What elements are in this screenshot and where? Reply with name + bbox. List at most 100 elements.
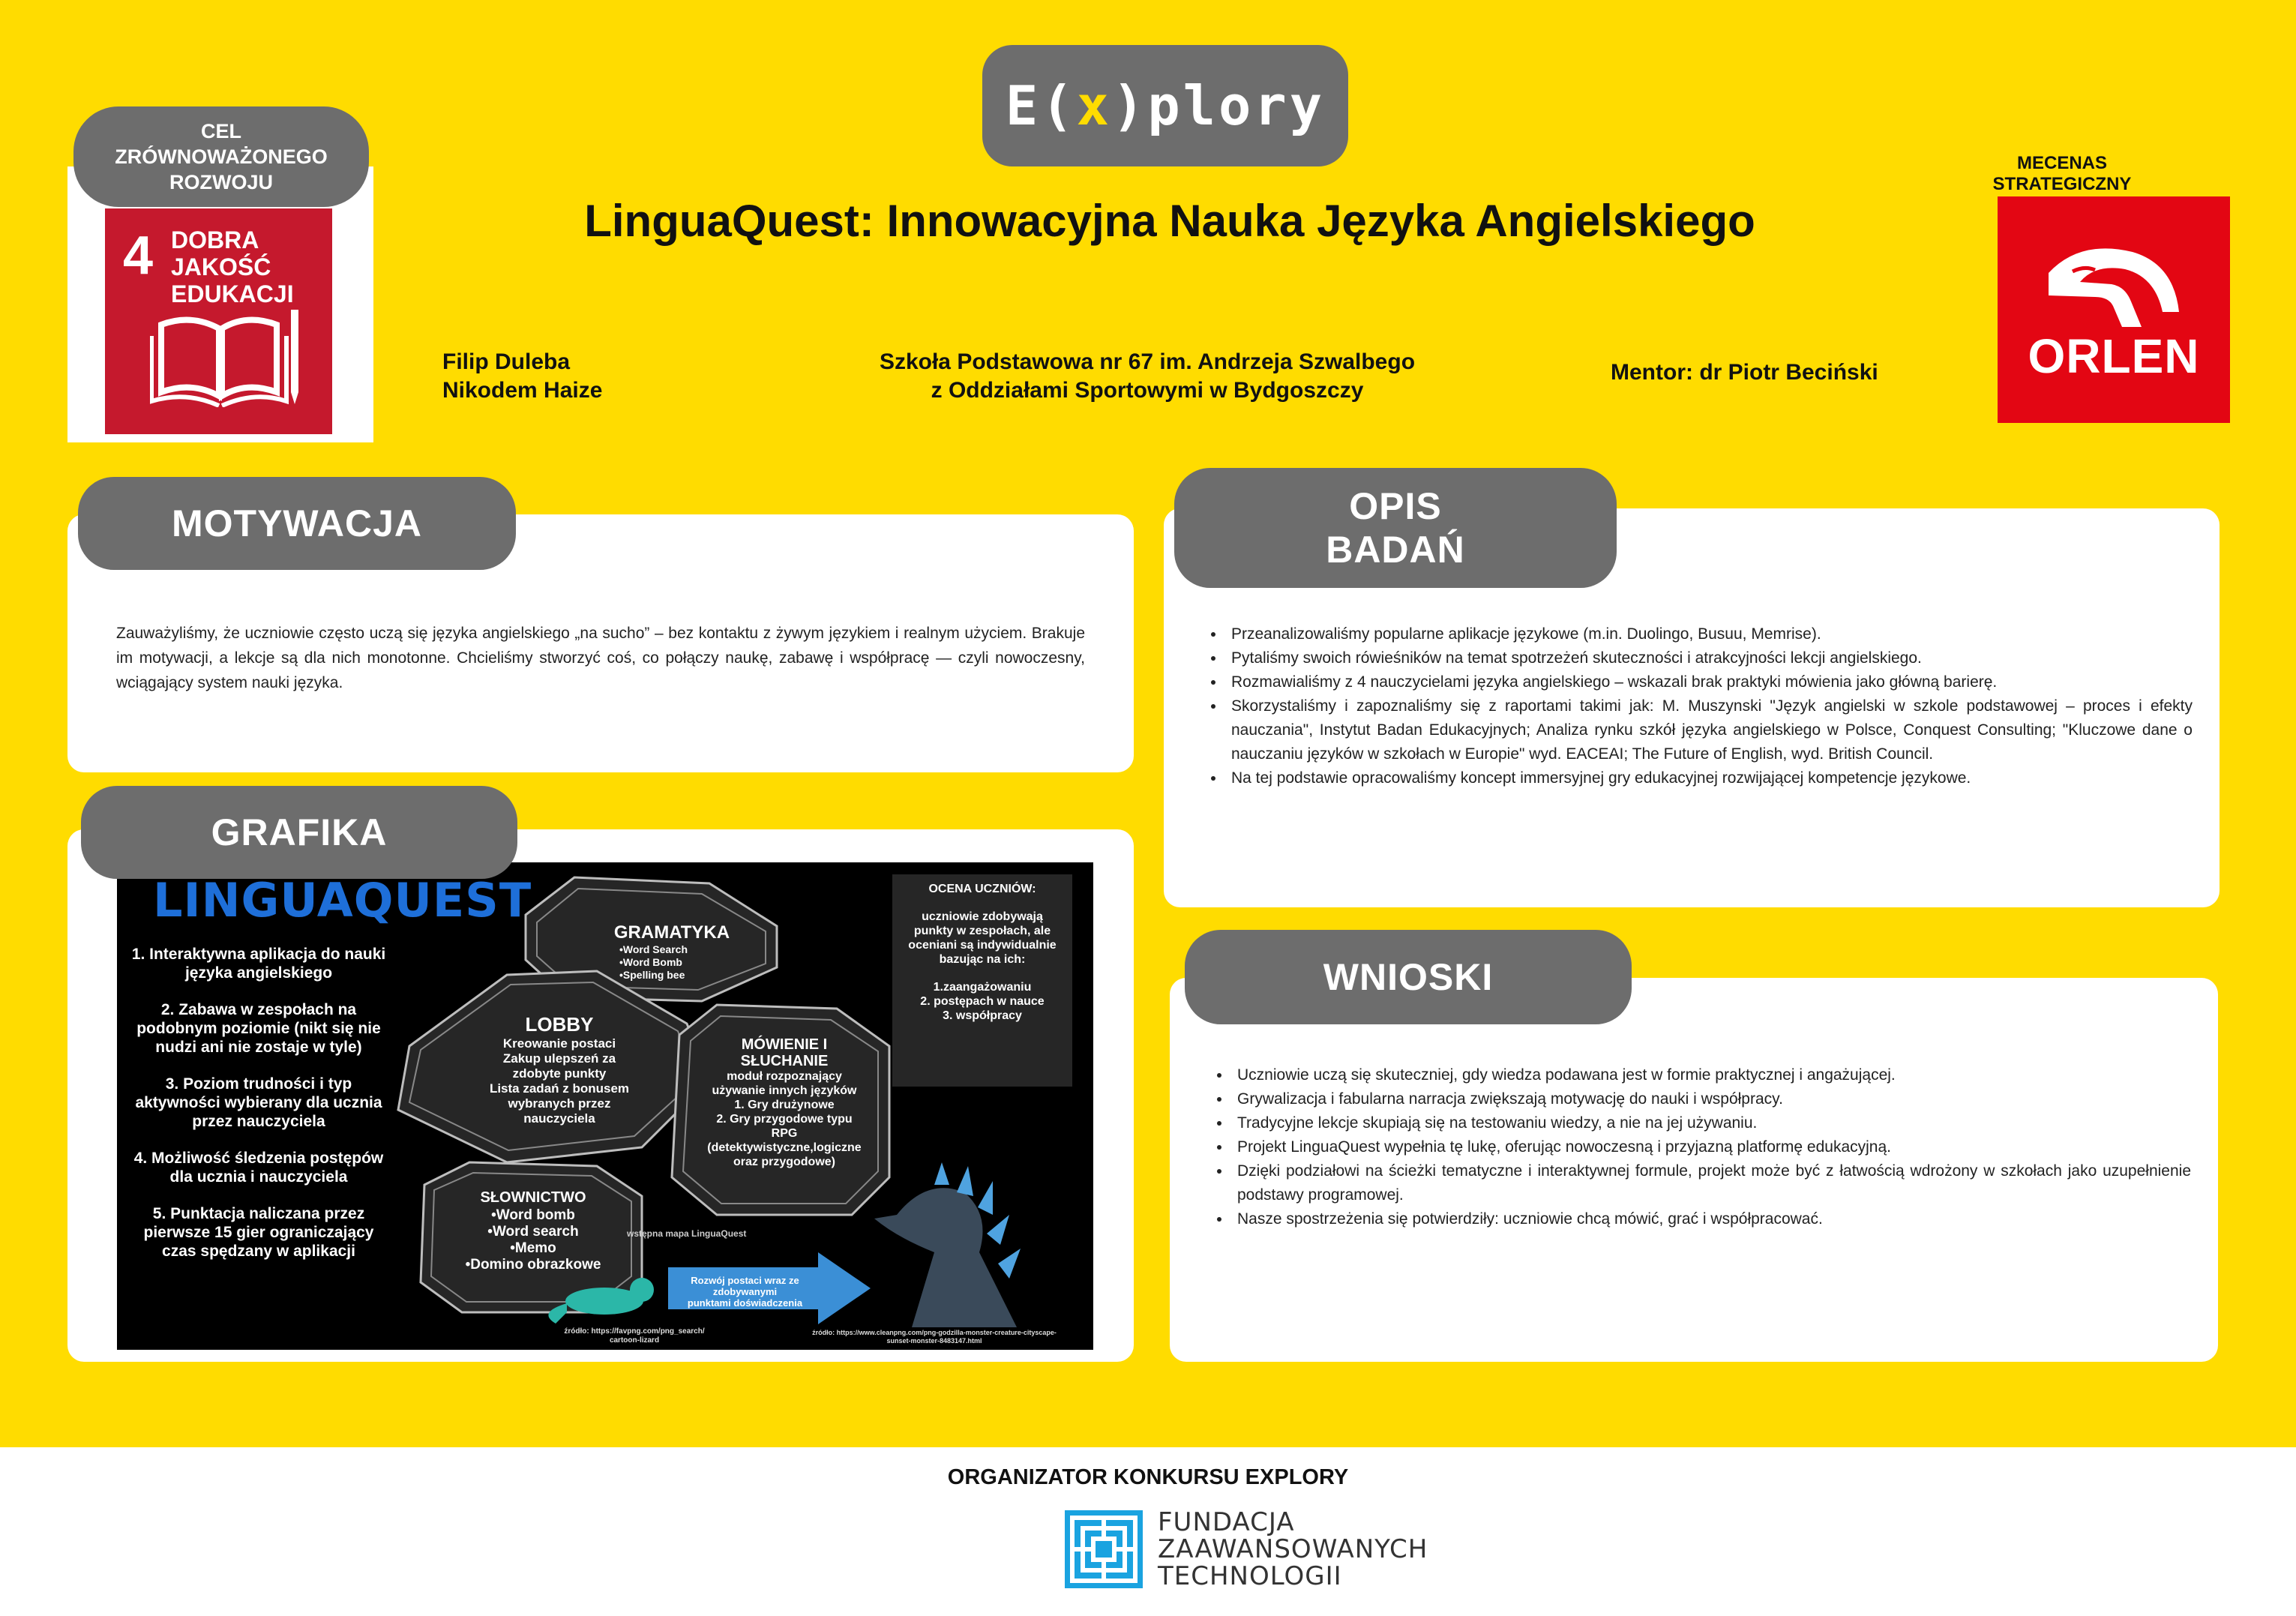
gramatyka-title: GRAMATYKA (613, 922, 730, 943)
logo-part-post: )plory (1111, 74, 1326, 137)
gramatyka-box: GRAMATYKA •Word Search •Word Bomb •Spell… (597, 922, 747, 982)
lobby-line: nauczyciela (523, 1111, 595, 1126)
ocena-line: punkty w zespołach, ale (913, 925, 1051, 937)
slownictwo-title: SŁOWNICTWO (480, 1189, 586, 1206)
list-item: 5. Punktacja naliczana przez pierwsze 15… (143, 1205, 374, 1260)
arrow-line: punktami doświadczenia (687, 1297, 803, 1309)
map-caption: wstępna mapa LinguaQuest (627, 1228, 747, 1239)
wnioski-heading: WNIOSKI (1185, 930, 1632, 1024)
sdg-name: DOBRA JAKOŚĆ EDUKACJI (171, 226, 332, 307)
list-item: 2. Zabawa w zespołach na podobnym poziom… (136, 1001, 381, 1056)
source-1: źródło: https://favpng.com/png_search/ c… (537, 1327, 732, 1345)
slownictwo-item: •Memo (510, 1240, 556, 1256)
list-item: 1. Interaktywna aplikacja do nauki język… (131, 946, 386, 982)
wnioski-card: Uczniowie uczą się skuteczniej, gdy wied… (1170, 978, 2218, 1362)
sdg-label-line3: ROZWOJU (169, 171, 273, 193)
arrow-text: Rozwój postaci wraz ze zdobywanymi punkt… (672, 1275, 818, 1309)
ocena-line: 1.zaangażowaniu (933, 981, 1032, 994)
slownictwo-item: •Word bomb (491, 1207, 575, 1223)
wnioski-list: Uczniowie uczą się skuteczniej, gdy wied… (1212, 1063, 2191, 1231)
footer: ORGANIZATOR KONKURSU EXPLORY FUNDACJA ZA… (0, 1447, 2296, 1616)
explory-logo: E(x)plory (982, 45, 1348, 166)
list-item: Skorzystaliśmy i zapoznaliśmy się z rapo… (1225, 694, 2193, 766)
fundacja-line: TECHNOLOGII (1158, 1561, 1342, 1591)
mowienie-line: (detektywistyczne,logiczne (707, 1141, 862, 1154)
arrow-line: Rozwój postaci wraz ze zdobywanymi (691, 1275, 799, 1297)
source-line: cartoon-lizard (609, 1336, 660, 1345)
sdg-name-line2: EDUKACJI (171, 280, 294, 307)
motywacja-heading: MOTYWACJA (78, 477, 516, 570)
mentor: Mentor: dr Piotr Beciński (1611, 360, 1878, 385)
page-title: LinguaQuest: Innowacyjna Nauka Języka An… (584, 196, 1755, 246)
opis-card: Przeanalizowaliśmy popularne aplikacje j… (1164, 508, 2220, 907)
organizer-label: ORGANIZATOR KONKURSU EXPLORY (947, 1465, 1349, 1489)
fundacja-line: ZAAWANSOWANYCH (1158, 1534, 1428, 1564)
mowienie-line: używanie innych języków (712, 1084, 857, 1097)
orlen-logo: ORLEN (1998, 196, 2230, 423)
school-line1: Szkoła Podstawowa nr 67 im. Andrzeja Szw… (879, 349, 1416, 374)
mowienie-line: oraz przygodowe) (733, 1156, 835, 1168)
ocena-line: bazując na ich: (939, 953, 1026, 966)
fundacja-name: FUNDACJA ZAAWANSOWANYCH TECHNOLOGII (1158, 1509, 1428, 1590)
list-item: Uczniowie uczą się skuteczniej, gdy wied… (1231, 1063, 2191, 1087)
slownictwo-box: SŁOWNICTWO •Word bomb •Word search •Memo… (432, 1188, 634, 1273)
linguaquest-graphic: LINGUAQUEST 1. Interaktywna aplikacja do… (117, 862, 1093, 1350)
slownictwo-item: •Domino obrazkowe (465, 1257, 601, 1273)
motywacja-text: Zauważyliśmy, że uczniowie często uczą s… (116, 625, 1085, 691)
author-2: Nikodem Haize (442, 378, 603, 403)
slownictwo-item: •Word search (487, 1224, 579, 1240)
list-item: Na tej podstawie opracowaliśmy koncept i… (1225, 766, 2193, 790)
lobby-line: zdobyte punkty (512, 1066, 607, 1081)
list-item: Grywalizacja i fabularna narracja zwięks… (1231, 1087, 2191, 1111)
list-item: 4. Możliwość śledzenia postępów dla uczn… (133, 1150, 384, 1186)
list-item: Tradycyjne lekcje skupiają się na testow… (1231, 1111, 2191, 1135)
fundacja-line: FUNDACJA (1158, 1507, 1295, 1537)
logo-part-pre: E( (1005, 74, 1077, 137)
ocena-box: OCENA UCZNIÓW: uczniowie zdobywają punkt… (892, 882, 1072, 1023)
list-item: Nasze spostrzeżenia się potwierdziły: uc… (1231, 1207, 2191, 1231)
lobby-title: LOBBY (525, 1013, 594, 1036)
ocena-line: 2. postępach w nauce (920, 995, 1045, 1008)
gramatyka-item: •Word Search (619, 943, 688, 955)
opis-heading-line1: OPIS (1349, 485, 1442, 527)
opis-list: Przeanalizowaliśmy popularne aplikacje j… (1206, 622, 2193, 790)
mowienie-line: moduł rozpoznający (727, 1070, 842, 1083)
mowienie-line: 2. Gry przygodowe typu (716, 1113, 853, 1126)
game-map (397, 874, 1072, 1327)
mowienie-box: MÓWIENIE I SŁUCHANIE moduł rozpoznający … (687, 1036, 882, 1169)
brand-title: LINGUAQUEST (153, 873, 532, 928)
mowienie-line: 1. Gry drużynowe (734, 1099, 835, 1111)
sdg-goal-tile: 4 DOBRA JAKOŚĆ EDUKACJI (105, 208, 332, 434)
sdg-number: 4 (123, 226, 154, 286)
mowienie-title: SŁUCHANIE (740, 1053, 829, 1069)
ocena-line: 3. współpracy (943, 1009, 1022, 1022)
list-item: 3. Poziom trudności i typ aktywności wyb… (135, 1075, 382, 1130)
sponsor-name: ORLEN (2028, 329, 2200, 383)
logo-part-x: x (1076, 74, 1112, 137)
book-pencil-icon (150, 310, 298, 407)
list-item: Projekt LinguaQuest wypełnia tę lukę, of… (1231, 1135, 2191, 1159)
opis-heading-line2: BADAŃ (1326, 529, 1465, 571)
lobby-line: wybranych przez (508, 1096, 611, 1111)
opis-heading: OPIS BADAŃ (1174, 468, 1617, 588)
source-line: źródło: https://www.cleanpng.com/png-god… (812, 1329, 1057, 1336)
ocena-line: oceniani są indywidualnie (908, 939, 1057, 952)
authors: Filip Duleba Nikodem Haize (442, 348, 602, 405)
fundacja-logo-icon (1065, 1510, 1143, 1588)
sdg-label-line1: CEL (201, 120, 241, 142)
sdg-label-line2: ZRÓWNOWAŻONEGO (115, 145, 328, 168)
lobby-line: Kreowanie postaci (502, 1036, 616, 1051)
gramatyka-item: •Spelling bee (619, 969, 685, 981)
list-item: Rozmawialiśmy z 4 nauczycielami języka a… (1225, 670, 2193, 694)
ocena-title: OCENA UCZNIÓW: (928, 883, 1036, 895)
school-line2: z Oddziałami Sportowymi w Bydgoszczy (931, 378, 1364, 403)
sponsor-label: MECENAS STRATEGICZNY (1992, 153, 2132, 194)
list-item: Przeanalizowaliśmy popularne aplikacje j… (1225, 622, 2193, 646)
school: Szkoła Podstawowa nr 67 im. Andrzeja Szw… (817, 348, 1477, 405)
sdg-label: CEL ZRÓWNOWAŻONEGO ROZWOJU (73, 106, 369, 207)
gramatyka-item: •Word Bomb (619, 956, 682, 968)
sdg-name-line1: DOBRA JAKOŚĆ (171, 226, 271, 280)
list-item: Dzięki podziałowi na ścieżki tematyczne … (1231, 1159, 2191, 1207)
ocena-line: uczniowie zdobywają (922, 910, 1043, 923)
lobby-line: Zakup ulepszeń za (502, 1051, 616, 1066)
